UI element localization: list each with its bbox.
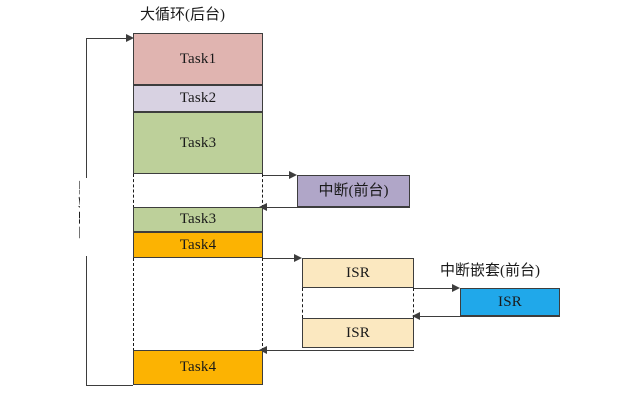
task4-resumed: Task4 — [133, 350, 263, 385]
task3-first-pass: Task3 — [133, 112, 263, 174]
dashed-guide-isr-right — [413, 288, 414, 318]
isr-first-label: ISR — [346, 264, 370, 281]
task3-resumed-label: Task3 — [179, 211, 217, 227]
arrow-isr-to-nested-line — [414, 288, 456, 289]
arrow-interrupt-to-task-line — [266, 207, 410, 208]
loop-bottom-segment — [86, 385, 133, 386]
loop-top-segment — [86, 38, 128, 39]
loop-label-backdrop — [80, 178, 94, 256]
nested-isr-box-label: ISR — [498, 293, 522, 310]
task2-first-pass-label: Task2 — [179, 90, 217, 106]
nested-interrupt-title: 中断嵌套(前台) — [440, 263, 540, 279]
interrupt-box: 中断(前台) — [297, 175, 410, 207]
task2-first-pass: Task2 — [133, 85, 263, 112]
arrow-isr-to-task-line — [266, 350, 414, 351]
task4-first-pass-label: Task4 — [179, 236, 217, 253]
arrow-isr-to-nested-head-icon — [452, 283, 460, 292]
dashed-guide-left-upper — [133, 174, 134, 208]
isr-first: ISR — [302, 258, 414, 288]
arrow-nested-to-isr-line — [419, 316, 560, 317]
task1-first-pass-label: Task1 — [179, 50, 217, 67]
task3-first-pass-label: Task3 — [179, 134, 217, 151]
task3-resumed: Task3 — [133, 207, 263, 232]
dashed-guide-isr-left — [302, 288, 303, 318]
task4-first-pass: Task4 — [133, 232, 263, 258]
task1-first-pass: Task1 — [133, 33, 263, 85]
dashed-guide-right-upper — [262, 174, 263, 208]
interrupt-box-label: 中断(前台) — [318, 182, 389, 199]
isr-second: ISR — [302, 318, 414, 348]
arrow-interrupt-to-task-head-icon — [259, 202, 267, 211]
arrow-task-to-interrupt-head-icon — [289, 170, 297, 179]
dashed-guide-right-lower — [262, 258, 263, 351]
main-loop-title: 大循环(后台) — [140, 7, 225, 23]
loop-arrowhead-icon — [126, 33, 134, 42]
arrow-isr-to-task-head-icon — [259, 345, 267, 354]
arrow-task-to-isr-line — [263, 258, 296, 259]
arrow-task-to-isr-head-icon — [294, 253, 302, 262]
isr-second-label: ISR — [346, 324, 370, 341]
arrow-task-to-interrupt-line — [263, 175, 291, 176]
task4-resumed-label: Task4 — [179, 359, 217, 375]
nested-isr-box: ISR — [460, 288, 560, 316]
arrow-nested-to-isr-head-icon — [412, 311, 420, 320]
dashed-guide-left-lower — [133, 258, 134, 351]
